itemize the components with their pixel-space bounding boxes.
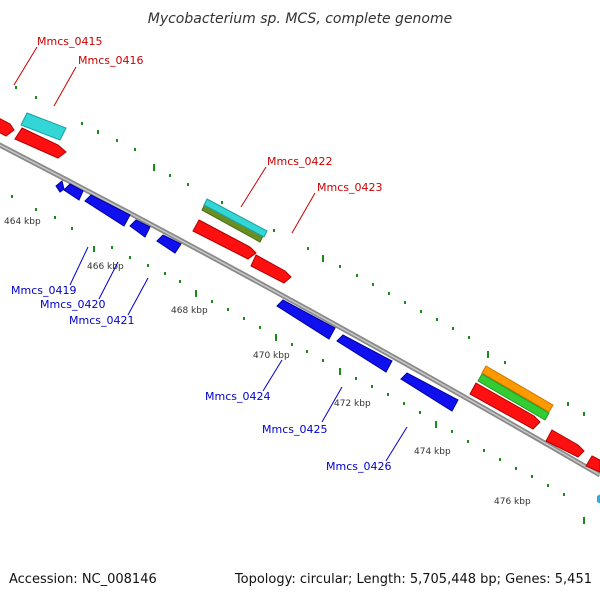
gene-label-Mmcs_0425[interactable]: Mmcs_0425	[262, 423, 327, 436]
gene-label-Mmcs_0423[interactable]: Mmcs_0423	[317, 181, 382, 194]
reverse-gene-arrow[interactable]	[84, 194, 131, 227]
scale-label-474: 474 kbp	[414, 447, 451, 457]
gene-label-Mmcs_0420[interactable]: Mmcs_0420	[40, 298, 105, 311]
forward-gene-arrow[interactable]	[0, 116, 15, 137]
scale-label-464: 464 kbp	[4, 217, 41, 227]
scale-label-468: 468 kbp	[171, 306, 208, 316]
forward-gene-labels: Mmcs_0415 Mmcs_0416 Mmcs_0422 Mmcs_0423	[37, 35, 382, 194]
forward-gene-arrow[interactable]	[545, 429, 585, 458]
reverse-gene-arrow[interactable]	[276, 299, 336, 340]
forward-gene-arrow[interactable]	[469, 382, 541, 430]
feature-cyan-2[interactable]	[203, 198, 268, 238]
scale-label-466: 466 kbp	[87, 262, 124, 272]
gene-label-Mmcs_0415[interactable]: Mmcs_0415	[37, 35, 102, 48]
inner-tick-row	[11, 195, 585, 524]
gene-label-Mmcs_0422[interactable]: Mmcs_0422	[267, 155, 332, 168]
gene-label-Mmcs_0421[interactable]: Mmcs_0421	[69, 314, 134, 327]
reverse-gene-arrow[interactable]	[336, 334, 393, 373]
reverse-gene-labels: Mmcs_0419 Mmcs_0420 Mmcs_0421 Mmcs_0424 …	[11, 284, 391, 473]
outer-tick-row	[15, 86, 585, 416]
genome-summary-text: Topology: circular; Length: 5,705,448 bp…	[234, 572, 592, 587]
reverse-label-leaders	[69, 246, 408, 462]
forward-gene-arrow[interactable]	[14, 127, 67, 159]
feature-green-1[interactable]	[477, 373, 550, 421]
scale-label-470: 470 kbp	[253, 351, 290, 361]
reverse-gene-arrow[interactable]	[55, 180, 65, 193]
genome-backbone-highlight	[0, 144, 600, 476]
map-title: Mycobacterium sp. MCS, complete genome	[148, 11, 453, 27]
reverse-strand-genes	[55, 180, 600, 504]
forward-gene-arrow[interactable]	[250, 254, 292, 284]
gene-label-Mmcs_0416[interactable]: Mmcs_0416	[78, 54, 143, 67]
reverse-gene-arrow[interactable]	[129, 219, 151, 238]
partial-feature[interactable]	[597, 494, 600, 504]
gene-label-Mmcs_0426[interactable]: Mmcs_0426	[326, 460, 391, 473]
reverse-gene-arrow[interactable]	[156, 234, 182, 254]
reverse-gene-arrow[interactable]	[400, 372, 459, 412]
reverse-gene-arrow[interactable]	[63, 183, 84, 201]
accession-text: Accession: NC_008146	[9, 572, 157, 587]
forward-gene-arrow[interactable]	[192, 219, 257, 260]
forward-strand-genes	[0, 116, 600, 473]
gene-label-Mmcs_0424[interactable]: Mmcs_0424	[205, 390, 270, 403]
forward-label-leaders	[13, 46, 316, 234]
feature-cyan-1[interactable]	[20, 112, 67, 141]
feature-orange-1[interactable]	[481, 365, 554, 413]
forward-gene-arrow[interactable]	[585, 455, 600, 473]
scale-label-476: 476 kbp	[494, 497, 531, 507]
scale-label-472: 472 kbp	[334, 399, 371, 409]
gene-label-Mmcs_0419[interactable]: Mmcs_0419	[11, 284, 76, 297]
feature-tracks	[20, 112, 554, 421]
